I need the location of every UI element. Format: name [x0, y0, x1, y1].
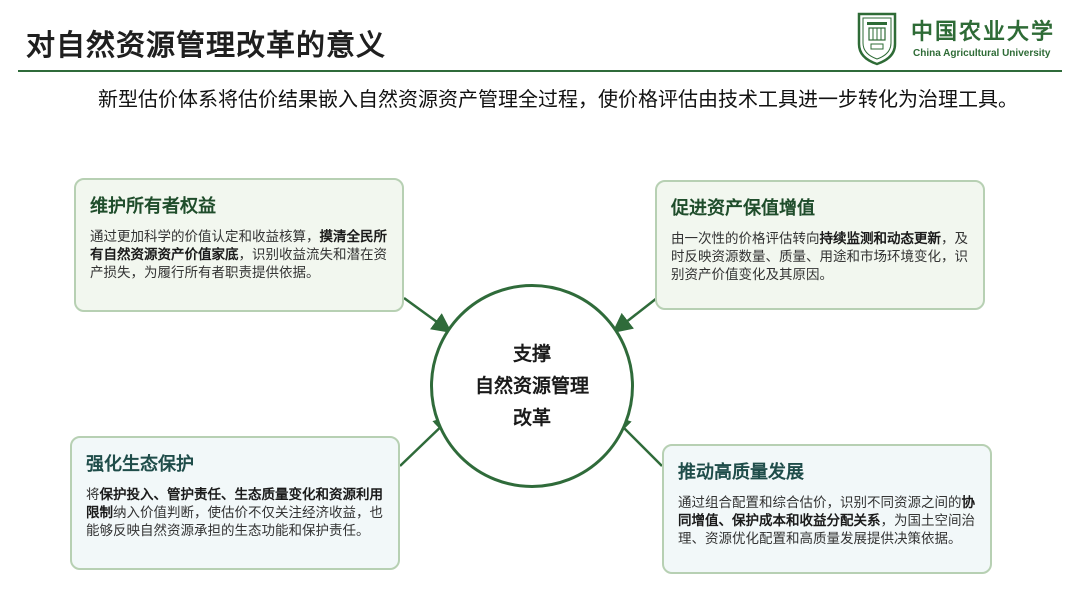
card-body: 由一次性的价格评估转向持续监测和动态更新，及时反映资源数量、质量、用途和市场环境… — [671, 230, 969, 284]
card-emphasis: 持续监测和动态更新 — [819, 231, 942, 247]
card-emphasis: 保护投入、管护责任、生态质量变化和资源利用限制 — [86, 487, 383, 521]
card-text: 通过更加科学的价值认定和收益核算， — [90, 229, 320, 245]
card-text: 通过组合配置和综合估价，识别不同资源之间的 — [678, 495, 962, 511]
card-text: ，为国土空间治理、资源优化配置和高质量发展提供决策依据。 — [678, 513, 975, 547]
university-seal-icon — [857, 12, 897, 66]
card-title: 推动高质量发展 — [678, 462, 804, 483]
card-emphasis: 摸清全民所有自然资源资产价值家底 — [90, 229, 387, 263]
center-line-1: 支撑 — [512, 343, 551, 365]
card-body: 通过更加科学的价值认定和收益核算，摸清全民所有自然资源资产价值家底，识别收益流失… — [90, 228, 388, 282]
intro-paragraph: 新型估价体系将估价结果嵌入自然资源资产管理全过程，使价格评估由技术工具进一步转化… — [98, 87, 1018, 111]
university-name-cn: 中国农业大学 — [911, 19, 1056, 45]
center-line-2: 自然资源管理 — [474, 375, 589, 397]
title-divider — [18, 70, 1062, 72]
card-text: ，识别收益流失和潜在资产损失，为履行所有者职责提供依据。 — [90, 247, 387, 281]
card-owner-rights: 维护所有者权益 通过更加科学的价值认定和收益核算，摸清全民所有自然资源资产价值家… — [74, 178, 404, 312]
university-logo: 中国农业大学 China Agricultural University — [855, 10, 1055, 68]
card-text: 纳入价值判断，使估价不仅关注经济收益，也能够反映自然资源承担的生态功能和保护责任… — [86, 505, 383, 539]
page-title: 对自然资源管理改革的意义 — [26, 28, 387, 62]
card-body: 将保护投入、管护责任、生态质量变化和资源利用限制纳入价值判断，使估价不仅关注经济… — [86, 486, 384, 540]
card-title: 维护所有者权益 — [90, 196, 216, 217]
university-name-en: China Agricultural University — [913, 48, 1051, 59]
center-circle: 支撑 自然资源管理 改革 — [430, 284, 634, 488]
card-text: ，及时反映资源数量、质量、用途和市场环境变化，识别资产价值变化及其原因。 — [671, 231, 968, 283]
card-title: 强化生态保护 — [86, 454, 194, 475]
card-title: 促进资产保值增值 — [671, 198, 815, 219]
card-emphasis: 协同增值、保护成本和收益分配关系 — [678, 495, 975, 529]
card-body: 通过组合配置和综合估价，识别不同资源之间的协同增值、保护成本和收益分配关系，为国… — [678, 494, 976, 548]
card-text: 由一次性的价格评估转向 — [671, 231, 820, 247]
card-ecology-protection: 强化生态保护 将保护投入、管护责任、生态质量变化和资源利用限制纳入价值判断，使估… — [70, 436, 400, 570]
card-quality-development: 推动高质量发展 通过组合配置和综合估价，识别不同资源之间的协同增值、保护成本和收… — [662, 444, 992, 574]
center-line-3: 改革 — [512, 407, 551, 429]
card-asset-value: 促进资产保值增值 由一次性的价格评估转向持续监测和动态更新，及时反映资源数量、质… — [655, 180, 985, 310]
arrow-top-right — [612, 297, 658, 334]
arrow-top-left — [403, 296, 453, 333]
card-text: 将 — [86, 487, 100, 503]
